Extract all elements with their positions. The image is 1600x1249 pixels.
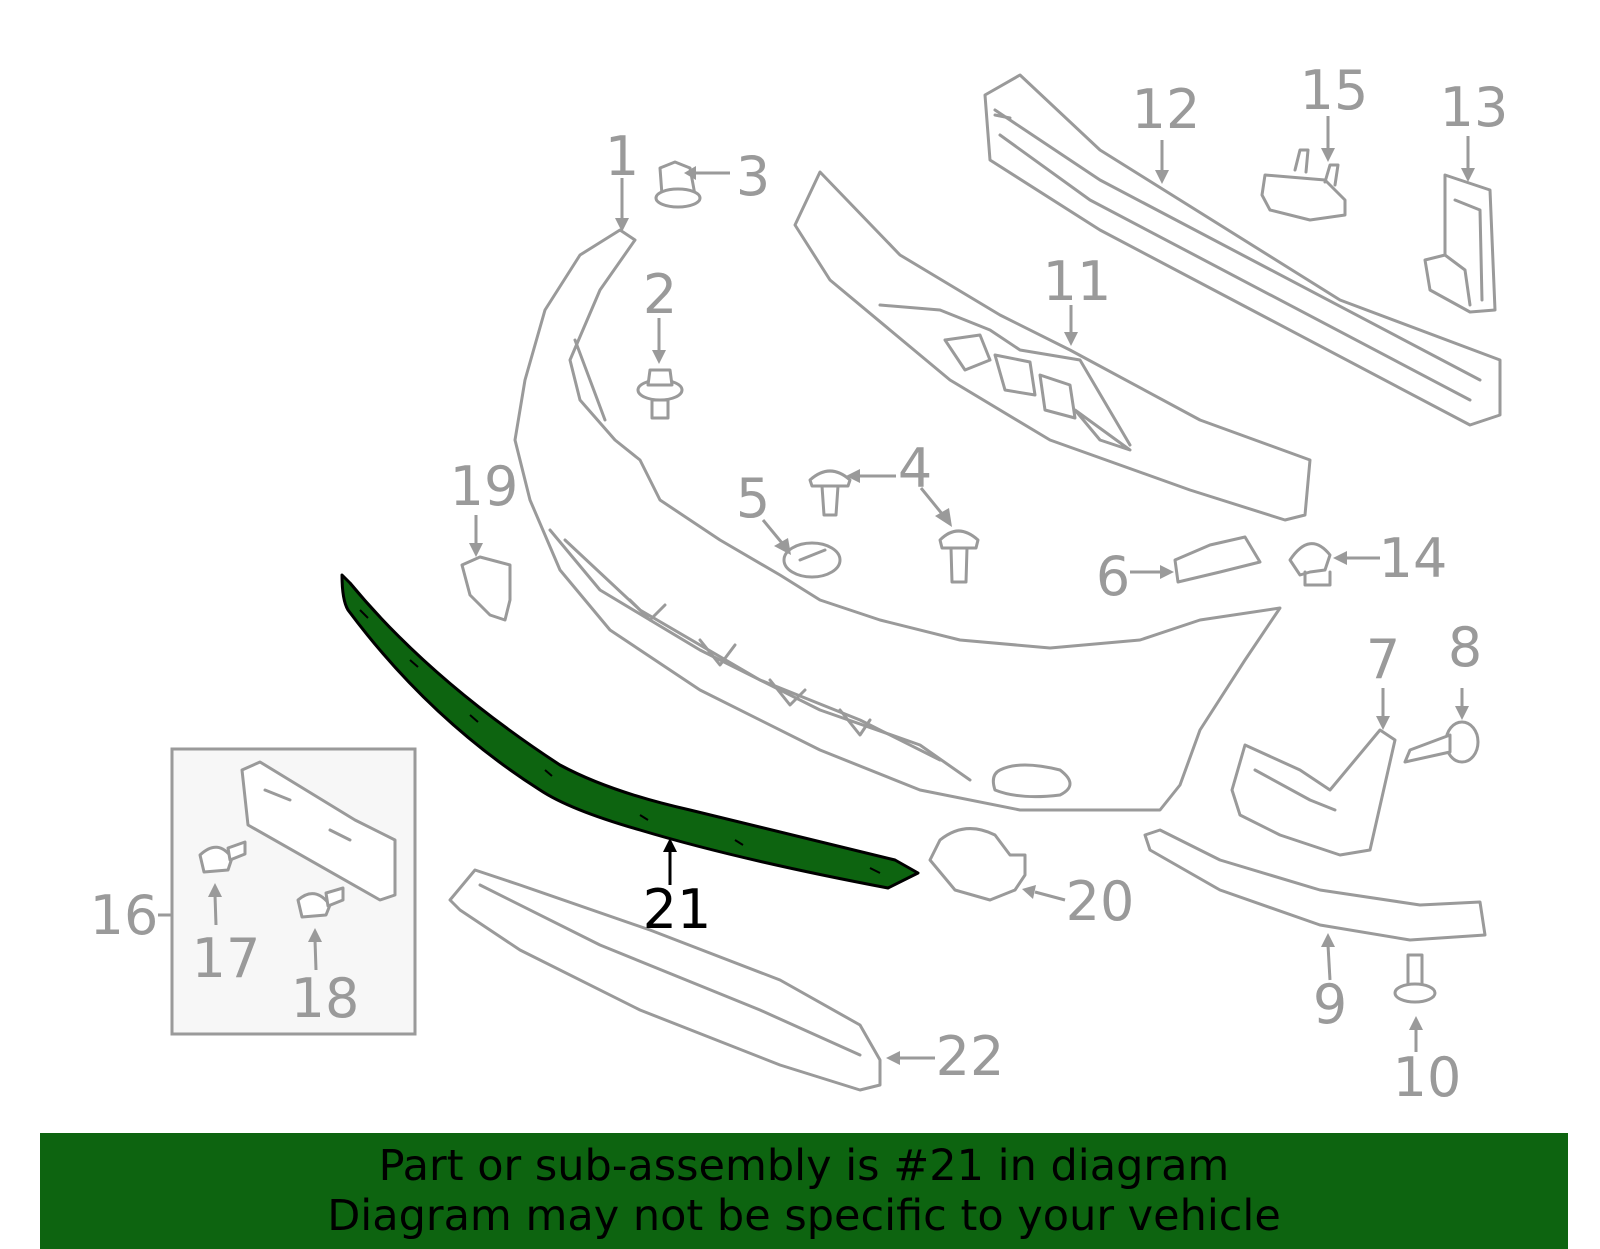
- part-9-molding[interactable]: [1143, 828, 1487, 942]
- callout-10: 10: [1393, 1046, 1462, 1109]
- part-12-reinforcement[interactable]: [983, 73, 1502, 427]
- banner-line-1: Part or sub-assembly is #21 in diagram: [378, 1141, 1230, 1191]
- callout-2: 2: [643, 263, 677, 326]
- callout-1: 1: [605, 125, 639, 188]
- callout-11: 11: [1043, 250, 1112, 313]
- callout-18: 18: [291, 967, 360, 1030]
- part-16-license-bracket-group[interactable]: [170, 747, 417, 1036]
- part-21-molding-highlighted[interactable]: [340, 573, 920, 890]
- part-14-clip[interactable]: [1288, 542, 1332, 587]
- callout-20: 20: [1066, 870, 1135, 933]
- callout-5: 5: [736, 467, 770, 530]
- part-19-bracket[interactable]: [460, 555, 512, 622]
- callout-13: 13: [1440, 76, 1509, 139]
- part-10-bolt[interactable]: [1393, 953, 1437, 1004]
- banner-line-2: Diagram may not be specific to your vehi…: [327, 1191, 1281, 1241]
- part-15-bracket[interactable]: [1260, 148, 1347, 222]
- callout-3: 3: [736, 145, 770, 208]
- callout-16: 16: [90, 884, 159, 947]
- callout-7: 7: [1366, 628, 1400, 691]
- callout-labels: 1 2 3 4 5 6 7 8 9 10 11 12 13 14 15 16 1…: [90, 59, 1509, 1109]
- callout-8: 8: [1448, 616, 1482, 679]
- callout-12: 12: [1132, 78, 1201, 141]
- part-4-screws[interactable]: [808, 469, 980, 584]
- part-20-bracket[interactable]: [928, 827, 1027, 902]
- leader-lines: [158, 116, 1475, 1065]
- part-1-bumper-cover[interactable]: [513, 228, 1282, 812]
- part-22-absorber[interactable]: [448, 868, 882, 1092]
- callout-21: 21: [643, 878, 712, 941]
- callout-17: 17: [192, 927, 261, 990]
- part-11-absorber[interactable]: [793, 170, 1312, 522]
- part-5-plug[interactable]: [782, 541, 842, 579]
- part-3-clip[interactable]: [654, 160, 702, 209]
- callout-15: 15: [1300, 59, 1369, 122]
- callout-19: 19: [450, 455, 519, 518]
- callout-6: 6: [1096, 545, 1130, 608]
- callout-22: 22: [936, 1025, 1005, 1088]
- part-8-screw[interactable]: [1403, 720, 1480, 764]
- callout-14: 14: [1379, 527, 1448, 590]
- part-6-seal[interactable]: [1173, 535, 1262, 584]
- info-banner: Part or sub-assembly is #21 in diagram D…: [40, 1133, 1568, 1249]
- part-7-mud-guard[interactable]: [1230, 728, 1397, 857]
- part-2-bolt[interactable]: [636, 368, 684, 420]
- callout-9: 9: [1313, 973, 1347, 1036]
- callout-4: 4: [898, 437, 932, 500]
- part-13-bracket[interactable]: [1423, 173, 1497, 314]
